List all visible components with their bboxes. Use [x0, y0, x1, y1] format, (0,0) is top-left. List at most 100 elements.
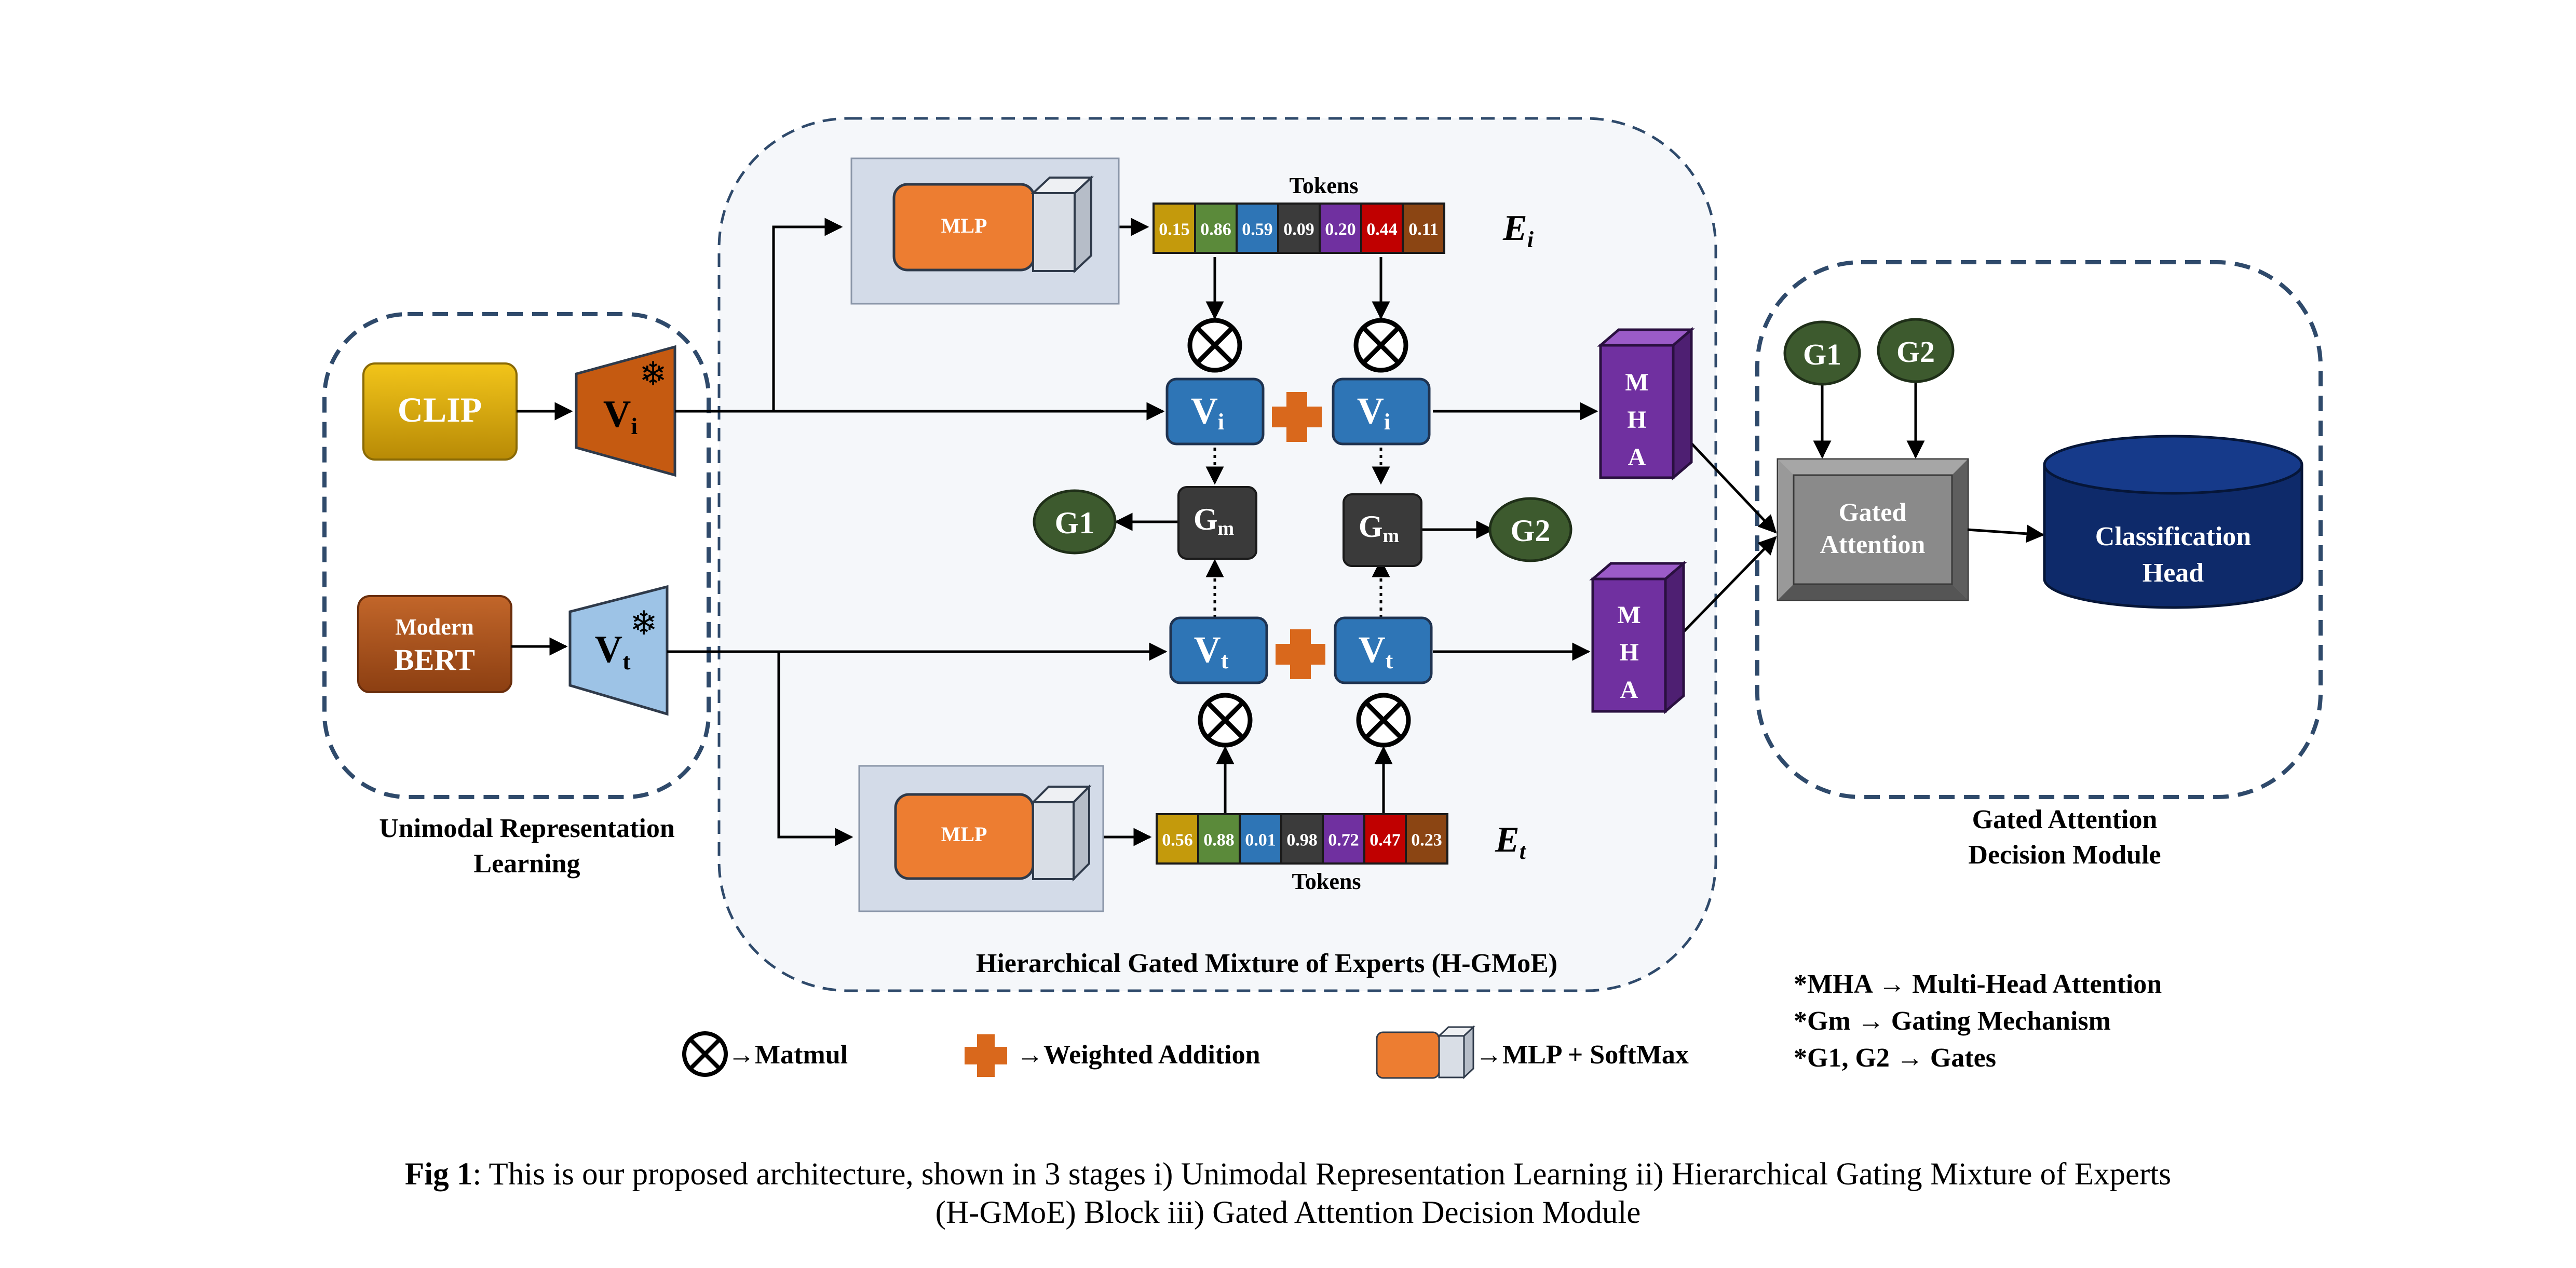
g1-label: G1	[1803, 338, 1841, 371]
vt-encoder-label: Vt	[595, 628, 631, 675]
weighted-addition-icon	[1272, 392, 1322, 442]
token-value: 0.72	[1328, 831, 1359, 850]
token-value: 0.56	[1162, 831, 1193, 850]
classification-head-label-2: Head	[2143, 558, 2204, 588]
vi-label: Vi	[1357, 390, 1390, 435]
et-label: Et	[1495, 820, 1527, 864]
token-cell	[1153, 203, 1196, 254]
token-value: 0.44	[1366, 220, 1398, 239]
legend-note: *Gm → Gating Mechanism	[1794, 1006, 2111, 1036]
tokens-label-top: Tokens	[1290, 173, 1359, 198]
gated-attention-block	[1777, 458, 1969, 601]
mlp-softmax-icon	[1376, 1025, 1475, 1080]
classification-head-label: Classification	[2095, 522, 2252, 551]
clip-label: CLIP	[398, 390, 482, 429]
vt-expert-left	[1169, 616, 1268, 684]
token-value: 0.59	[1242, 220, 1273, 239]
token-value: 0.15	[1159, 220, 1190, 239]
token-value: 0.47	[1370, 831, 1401, 850]
caption-line-1: Fig 1: This is our proposed architecture…	[0, 1155, 2576, 1194]
g2-label: G2	[1511, 514, 1551, 548]
unimodal-panel	[322, 312, 711, 799]
matmul-icon	[682, 1031, 728, 1077]
gate-g1	[1033, 489, 1117, 555]
vi-label: Vi	[1191, 390, 1224, 435]
classification-head	[2043, 435, 2303, 609]
frozen-icon: ❄	[639, 356, 667, 393]
token-cell	[1405, 813, 1448, 865]
softmax-cube-top	[1030, 175, 1094, 274]
bert-label: BERT	[394, 643, 475, 677]
token-cell	[1280, 813, 1324, 865]
token-value: 0.11	[1408, 220, 1439, 239]
gating-mechanism-right	[1343, 493, 1422, 567]
mha-letter: M	[1617, 601, 1640, 629]
weighted-addition-icon	[1276, 629, 1325, 679]
mha-letter: H	[1627, 406, 1646, 434]
vt-expert-right	[1334, 616, 1433, 684]
frozen-icon: ❄	[630, 605, 658, 642]
mha-letter: H	[1619, 639, 1638, 666]
vi-frozen-encoder	[575, 345, 676, 477]
vi-expert-right	[1332, 377, 1431, 446]
mha-letter: A	[1620, 676, 1638, 704]
hgmoe-title: Hierarchical Gated Mixture of Experts (H…	[976, 949, 1557, 978]
mlp-label: MLP	[941, 822, 987, 846]
matmul-icon	[1187, 318, 1242, 373]
legend-weighted-addition: →Weighted Addition	[1016, 1040, 1260, 1070]
gate-g2-decision	[1877, 318, 1955, 383]
matmul-icon	[1198, 693, 1253, 748]
unimodal-title-2: Learning	[473, 849, 580, 879]
gate-g1-decision	[1783, 320, 1861, 386]
gated-attention-label-2: Attention	[1820, 530, 1926, 559]
token-value: 0.86	[1200, 220, 1231, 239]
legend-matmul: →Matmul	[728, 1040, 848, 1070]
weighted-addition-icon	[965, 1034, 1007, 1077]
token-strip-bottom: 0.56 0.88 0.01 0.98 0.72 0.47 0.23	[1156, 813, 1448, 865]
g2-label: G2	[1896, 335, 1935, 369]
token-cell	[1236, 203, 1279, 254]
figure-caption: Fig 1: This is our proposed architecture…	[0, 1155, 2576, 1232]
token-cell	[1277, 203, 1321, 254]
legend-mlp-softmax: →MLP + SoftMax	[1475, 1040, 1689, 1070]
token-value: 0.20	[1325, 220, 1356, 239]
gating-mechanism-left	[1177, 486, 1257, 560]
token-cell	[1239, 813, 1282, 865]
bert-label-modern: Modern	[395, 614, 474, 640]
matmul-icon	[1356, 693, 1411, 748]
caption-line-2: (H-GMoE) Block iii) Gated Attention Deci…	[935, 1195, 1641, 1230]
vt-label: Vt	[1359, 629, 1393, 673]
decision-title-2: Decision Module	[1968, 840, 2161, 870]
mha-letter: A	[1628, 443, 1646, 471]
mlp-label: MLP	[941, 214, 987, 237]
token-value: 0.98	[1286, 831, 1318, 850]
legend-note: *G1, G2 → Gates	[1794, 1043, 1996, 1073]
gate-g2	[1488, 497, 1572, 562]
mha-block-bottom	[1589, 560, 1687, 714]
vi-encoder-label: Vi	[603, 393, 638, 439]
decision-title: Gated Attention	[1972, 805, 2158, 834]
vt-label: Vt	[1194, 629, 1229, 673]
token-cell	[1156, 813, 1199, 865]
caption-label: Fig 1	[404, 1157, 473, 1192]
vi-expert-left	[1165, 377, 1265, 446]
matmul-icon	[1353, 318, 1408, 373]
vt-frozen-encoder	[568, 585, 669, 716]
ei-label: Ei	[1502, 208, 1534, 252]
token-cell	[1360, 203, 1404, 254]
bert-encoder	[357, 595, 512, 693]
token-value: 0.23	[1411, 831, 1442, 850]
decision-panel	[1755, 260, 2323, 799]
token-value: 0.88	[1203, 831, 1235, 850]
mha-block-top	[1597, 327, 1695, 481]
gm-label: Gm	[1359, 509, 1399, 547]
gm-label: Gm	[1194, 502, 1234, 539]
token-cell	[1402, 203, 1445, 254]
token-value: 0.01	[1245, 831, 1276, 850]
tokens-label-bottom: Tokens	[1292, 869, 1361, 894]
mha-letter: M	[1625, 369, 1648, 396]
caption-text: : This is our proposed architecture, sho…	[472, 1157, 2172, 1192]
legend-note: *MHA → Multi-Head Attention	[1794, 969, 2162, 999]
